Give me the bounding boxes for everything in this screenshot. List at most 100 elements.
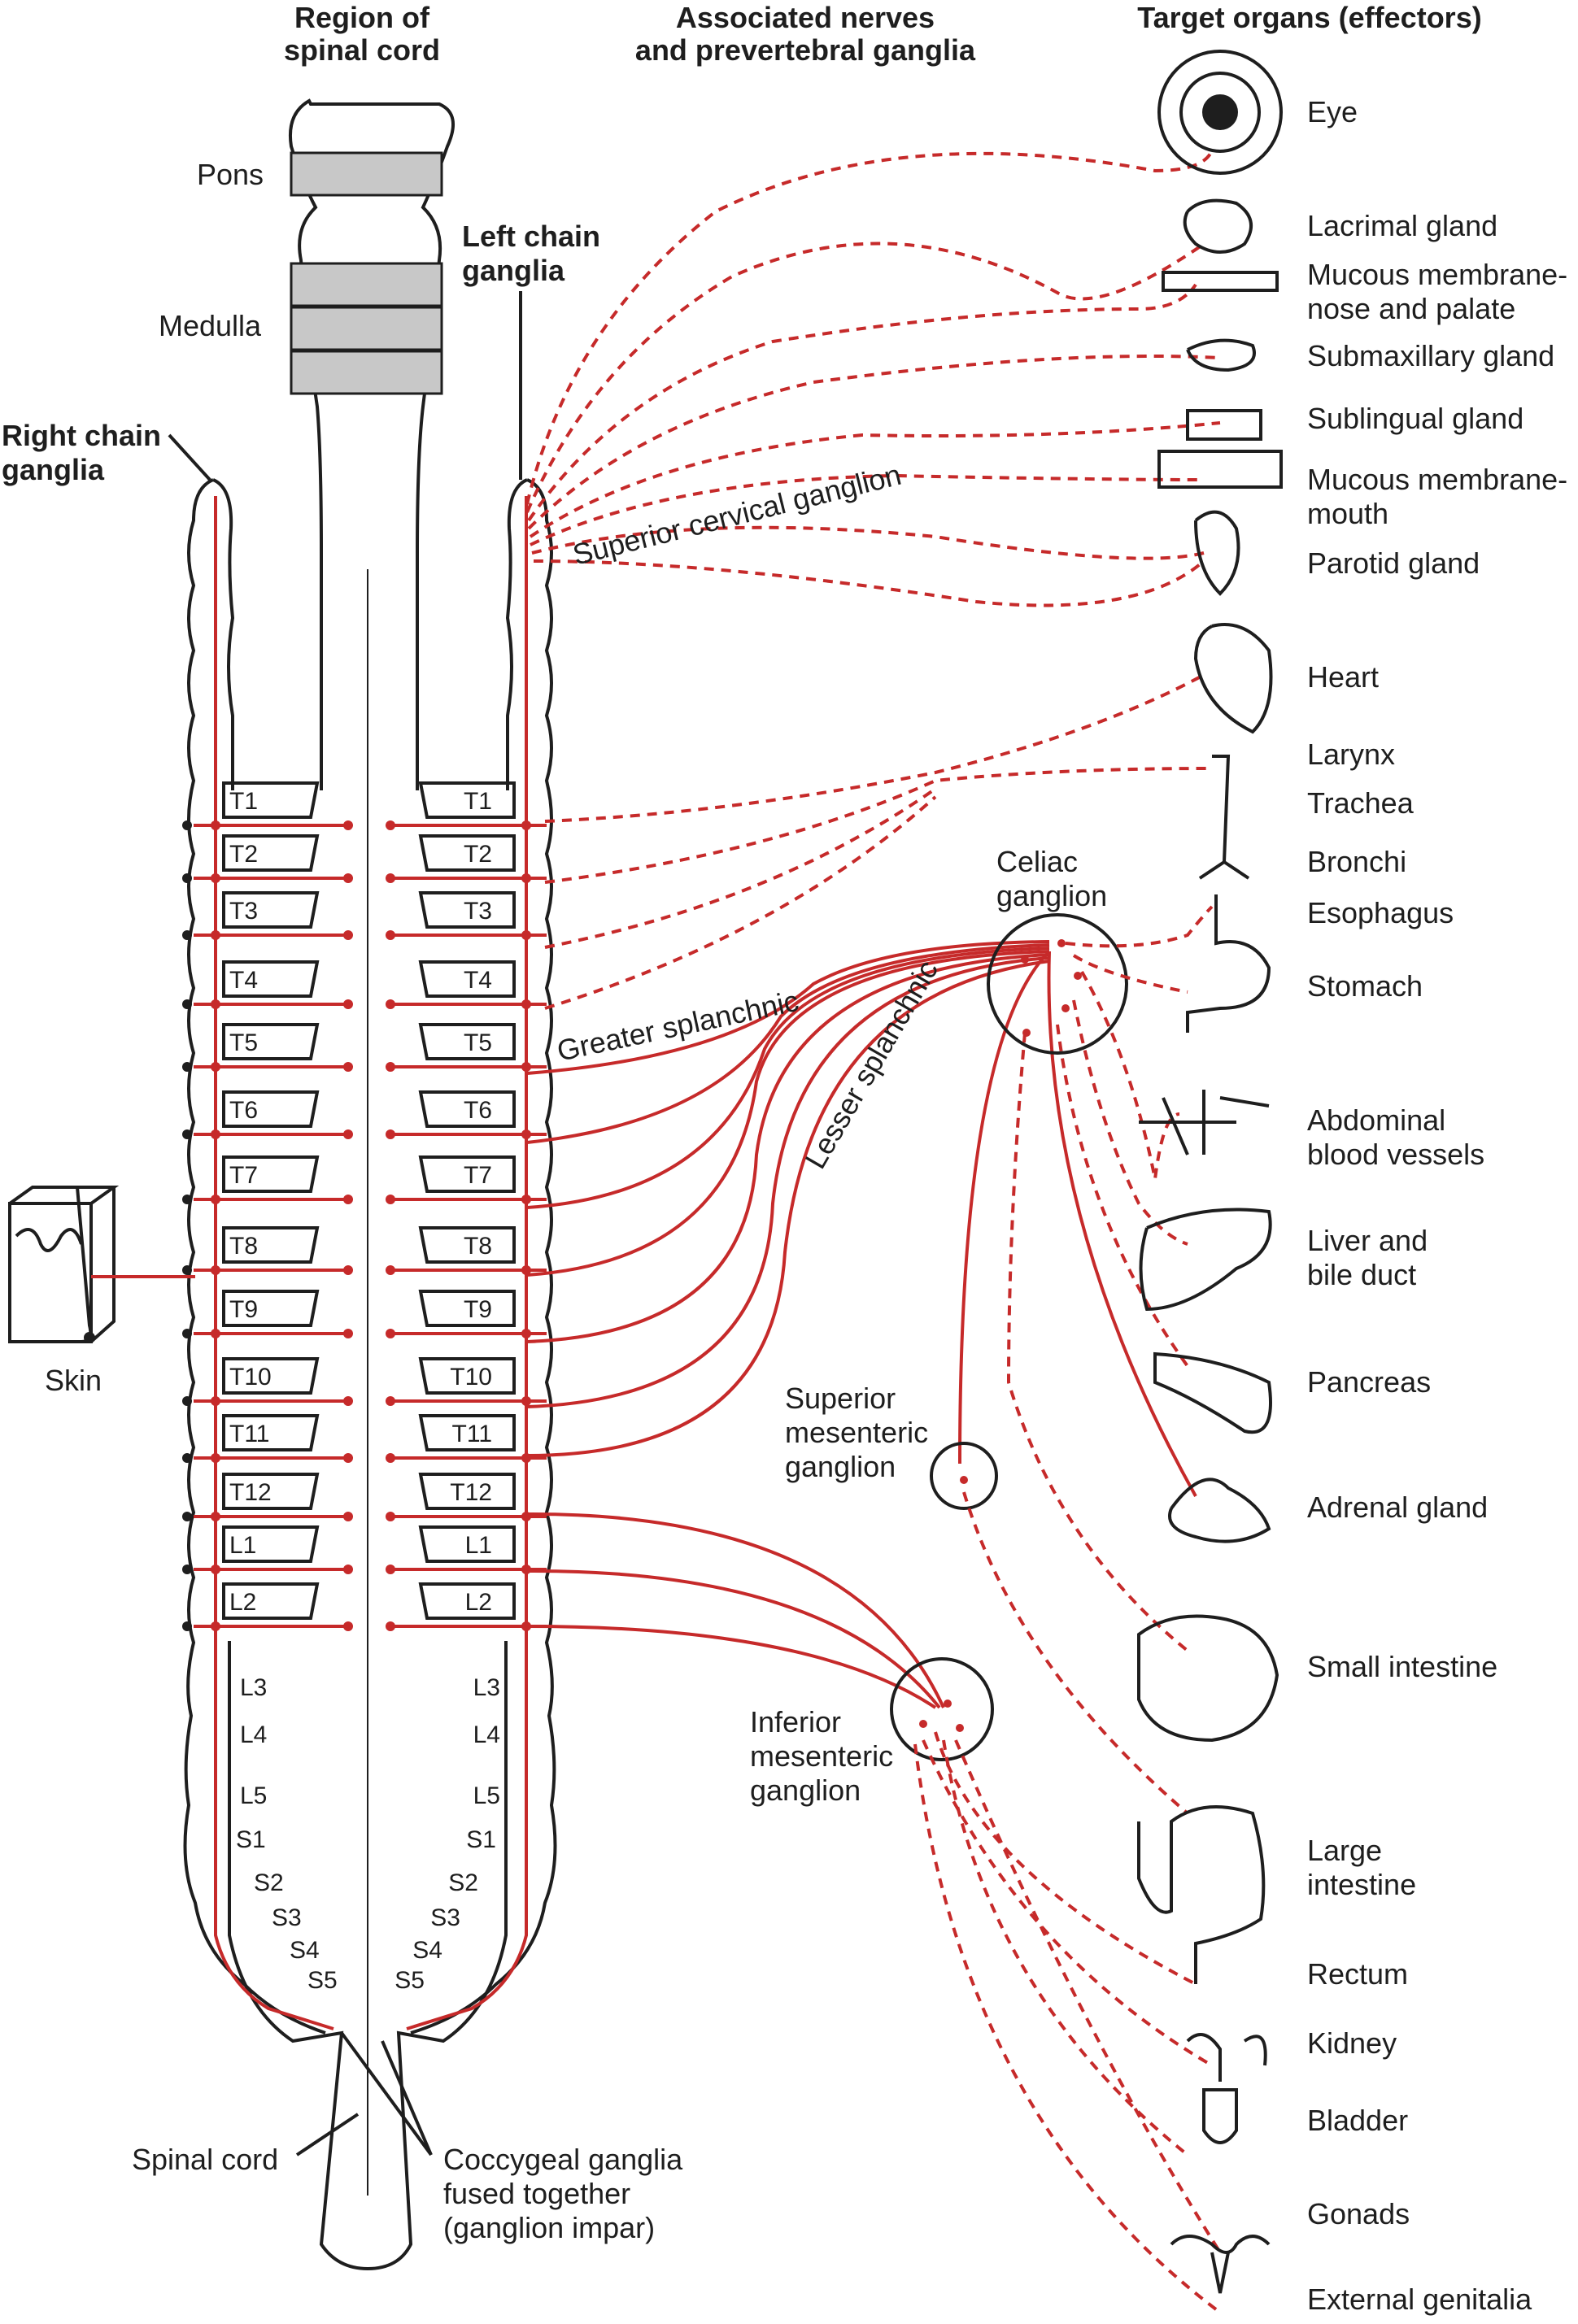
target-organ-label: Sublingual gland [1307,402,1524,435]
left-segment-label: T1 [229,788,258,815]
left-segment-label: T4 [229,967,258,994]
right-segment-label: T10 [450,1364,492,1390]
left-segment-box [222,1090,320,1128]
target-organ-label: Rectum [1307,1957,1408,1991]
gray-ramus-dot [182,1396,192,1406]
synapse-dot [521,1062,531,1072]
left-segment-label: T3 [229,898,258,925]
label-inferior-mesenteric-line2: mesenteric [750,1739,893,1773]
right-segment-boxes: T1T2T3T4T5T6T7T8T9T10T11T12L1L2L3L4L5S1S… [394,781,516,1994]
left-segment-label: L5 [240,1782,267,1809]
gray-ramus-dot [182,873,192,883]
label-left-chain-line1: Left chain [462,220,600,253]
synapse-dot [521,820,531,830]
abdominal-postganglionic-fibers [913,905,1222,2311]
larynx-trachea-bronchi-icon [1198,755,1250,880]
right-segment-box [418,1023,516,1060]
label-skin: Skin [45,1364,102,1397]
left-sympathetic-chain [406,478,557,2035]
left-segment-label: S3 [272,1904,302,1931]
target-organ-label: Trachea [1307,786,1415,820]
target-organ-label: Small intestine [1307,1650,1497,1683]
right-segment-label: S4 [412,1937,442,1964]
label-coccygeal-line1: Coccygeal ganglia [443,2143,683,2176]
right-segment-label: T9 [464,1296,492,1323]
right-segment-label: T1 [464,788,492,815]
abdominal-blood-vessels-icon [1139,1090,1270,1155]
gray-ramus-dot [182,1129,192,1139]
parotid-gland-icon [1194,510,1240,596]
target-organ-label: Adrenal gland [1307,1491,1488,1524]
synapse-dot [343,930,353,940]
synapse-dot [211,1329,220,1338]
right-segment-box [418,891,516,929]
right-segment-label: S1 [466,1826,496,1853]
stomach-icon [1186,894,1271,1033]
gray-ramus-dot [182,999,192,1009]
synapse-dot [521,1129,531,1139]
label-superior-mesenteric-line1: Superior [785,1382,896,1415]
mucous-membrane-nose-icon [1162,271,1279,292]
label-celiac-line2: ganglion [996,879,1107,912]
right-segment-label: T6 [464,1097,492,1124]
right-segment-box [418,1473,516,1510]
synapse-dot [386,1565,395,1574]
right-segment-box [418,1357,516,1395]
label-spinal-cord: Spinal cord [132,2143,278,2176]
lacrimal-gland-icon [1183,198,1253,254]
right-segment-label: L2 [465,1589,492,1616]
synapse-dot [211,999,220,1009]
target-organ-label: Bronchi [1307,845,1406,878]
gonads-icon [1170,2235,1271,2294]
target-organ-label: Gonads [1307,2197,1410,2230]
gray-ramus-dot [182,1453,192,1463]
left-segment-box [222,891,320,929]
synapse-dot [343,999,353,1009]
synapse-dot [386,1195,395,1204]
synapse-dot [211,1396,220,1406]
synapse-dot [521,873,531,883]
target-organ-label: bile duct [1307,1258,1416,1291]
left-segment-label: T11 [229,1421,269,1447]
medulla-band-1 [290,262,443,307]
synapse-dot [343,1453,353,1463]
right-segment-box [418,1414,516,1451]
synapse-dot [386,820,395,830]
left-segment-box [222,1473,320,1510]
right-segment-label: T12 [450,1479,492,1506]
target-organ-label: Abdominal [1307,1103,1445,1137]
splanchnic-nerves [526,940,1197,1709]
synapse-dot [343,1621,353,1631]
gray-ramus-dot [182,820,192,830]
synapse-dot [386,873,395,883]
mucous-membrane-mouth-icon [1157,450,1283,489]
left-segment-label: T2 [229,841,258,868]
left-segment-label: T8 [229,1233,258,1260]
synapse-dot [211,1512,220,1521]
synapse-dot [386,1396,395,1406]
target-organ-label: Stomach [1307,969,1423,1003]
left-segment-label: T7 [229,1162,258,1189]
synapse-dot [386,1129,395,1139]
target-organ-label: Lacrimal gland [1307,209,1497,242]
synapse-dot [521,1329,531,1338]
left-segment-label: S1 [236,1826,266,1853]
left-segment-label: T5 [229,1029,258,1056]
right-segment-box [418,834,516,872]
left-segment-label: S4 [290,1937,320,1964]
synapse-dot [211,1565,220,1574]
gray-ramus-dot [182,1265,192,1275]
synapse-dot [386,999,395,1009]
right-segment-box [418,1290,516,1327]
synapse-dot [211,1062,220,1072]
target-organ-label: Mucous membrane- [1307,258,1567,291]
left-segment-box [222,1023,320,1060]
target-organ-label: Liver and [1307,1224,1428,1257]
synapse-dot [211,1453,220,1463]
left-segment-label: T6 [229,1097,258,1124]
synapse-dot [211,1195,220,1204]
synapse-dot [343,820,353,830]
right-segment-label: S3 [430,1904,460,1931]
right-segment-label: S2 [448,1869,478,1896]
prevertebral-ganglia [890,913,1128,1761]
